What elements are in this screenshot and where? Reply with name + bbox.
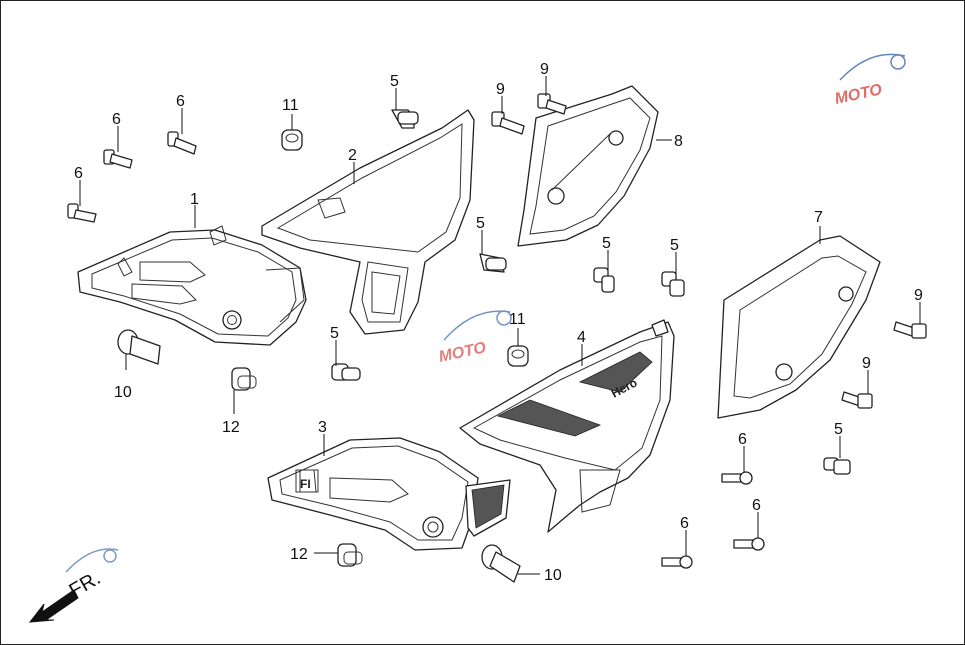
callout-5-f: 5 xyxy=(834,421,843,438)
screw-6-f xyxy=(661,555,693,569)
arrow-icon xyxy=(28,589,79,623)
bolt-5-d xyxy=(661,271,685,297)
callout-12-a: 12 xyxy=(222,419,240,436)
part-3-lower-cover: FI xyxy=(267,437,511,551)
pin-10-a xyxy=(117,329,161,365)
callout-6-c: 6 xyxy=(74,165,83,182)
bolt-5-f xyxy=(823,457,851,475)
bolt-9-b xyxy=(491,111,525,135)
callout-5-c: 5 xyxy=(602,235,611,252)
bolt-5-a xyxy=(391,109,419,129)
callout-11-a: 11 xyxy=(282,97,299,114)
callout-5-b: 5 xyxy=(476,215,485,232)
callout-6-b: 6 xyxy=(176,93,185,110)
part-2-upper-panel xyxy=(261,109,475,335)
callout-2: 2 xyxy=(348,147,357,164)
bushing-12-b xyxy=(337,543,363,567)
screw-6-d xyxy=(721,471,753,485)
callout-3: 3 xyxy=(318,419,327,436)
callout-10-a: 10 xyxy=(114,384,132,401)
front-direction-indicator: FR. xyxy=(28,567,104,623)
screw-6-a xyxy=(103,149,133,169)
watermark-text: MOTO xyxy=(833,81,884,108)
screw-6-c xyxy=(67,203,97,223)
callout-9-c: 9 xyxy=(914,287,923,304)
bolt-5-e xyxy=(331,363,361,381)
badge-text: FI xyxy=(300,477,311,491)
part-8-upper-right-cover xyxy=(517,85,659,247)
bushing-12-a xyxy=(231,367,257,391)
part-7-box-cover xyxy=(717,235,881,419)
callout-1: 1 xyxy=(190,191,199,208)
callout-5-a: 5 xyxy=(390,73,399,90)
leader-lines xyxy=(79,76,921,575)
callout-6-e: 6 xyxy=(752,497,761,514)
screw-6-b xyxy=(167,131,197,155)
watermark-text-center: MOTO xyxy=(437,339,488,366)
grommet-11-b xyxy=(507,345,529,367)
grommet-11-a xyxy=(281,129,303,151)
screw-6-e xyxy=(733,537,765,551)
callout-6-d: 6 xyxy=(738,431,747,448)
callout-5-e: 5 xyxy=(330,325,339,342)
watermark-bottom-left xyxy=(65,548,119,573)
callout-4: 4 xyxy=(577,329,586,346)
callout-11-b: 11 xyxy=(509,311,526,328)
callout-7: 7 xyxy=(814,209,823,226)
part-4-emblem-panel: Hero xyxy=(459,319,675,533)
bolt-9-c xyxy=(893,321,927,339)
callout-9-a: 9 xyxy=(540,61,549,78)
callout-numbers: 1 2 3 4 5 5 5 5 5 5 6 6 6 6 6 6 7 8 9 9 … xyxy=(74,61,923,584)
part-1-side-cover-left xyxy=(77,225,307,346)
callout-12-b: 12 xyxy=(290,546,308,563)
callout-6-f: 6 xyxy=(680,515,689,532)
callout-6-a: 6 xyxy=(112,111,121,128)
callout-5-d: 5 xyxy=(670,237,679,254)
bolt-9-d xyxy=(841,391,873,409)
bolt-5-c xyxy=(593,267,615,293)
callout-9-d: 9 xyxy=(862,355,871,372)
watermark-top-right: MOTO xyxy=(833,53,906,108)
bolt-5-b xyxy=(479,253,507,273)
watermark-center: MOTO xyxy=(437,310,512,366)
callout-10-b: 10 xyxy=(544,567,562,584)
callout-8: 8 xyxy=(674,133,683,150)
pin-10-b xyxy=(481,544,521,583)
callout-9-b: 9 xyxy=(496,81,505,98)
bolt-9-a xyxy=(537,93,567,115)
